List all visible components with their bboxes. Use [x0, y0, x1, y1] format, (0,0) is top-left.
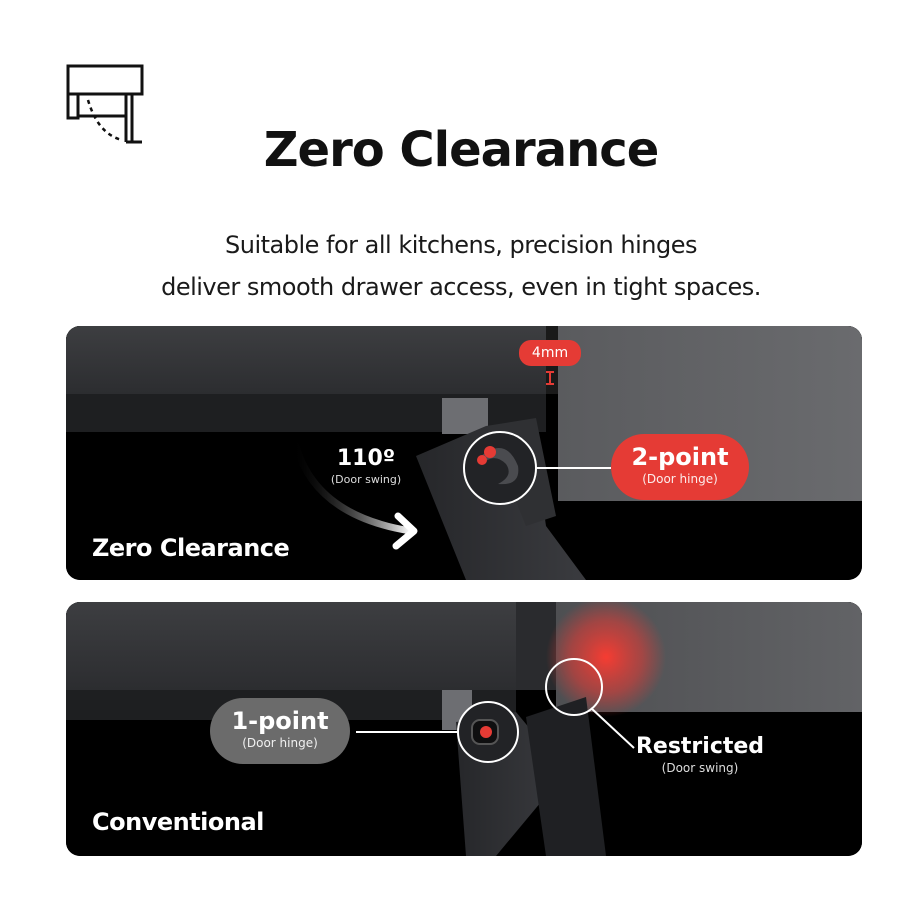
swing-angle-value: 110º [336, 446, 396, 471]
swing-angle: 110º (Door swing) [314, 446, 418, 486]
two-point-hinge-badge: 2-point (Door hinge) [611, 434, 749, 500]
conventional-label: Conventional [92, 808, 264, 836]
two-point-caption: (Door hinge) [642, 472, 718, 486]
zero-clearance-panel: 4mm 110º (Door swing) 2-point (Door hing… [66, 326, 862, 580]
zero-clearance-label: Zero Clearance [92, 534, 290, 562]
restricted-caption: (Door swing) [661, 761, 739, 775]
subtitle-line-2: deliver smooth drawer access, even in ti… [161, 273, 761, 301]
gap-badge: 4mm [519, 340, 581, 366]
page-title: Zero Clearance [263, 122, 660, 178]
one-point-caption: (Door hinge) [242, 736, 318, 750]
conventional-illustration [66, 602, 862, 856]
two-point-label: 2-point [631, 443, 729, 471]
page-subtitle: Suitable for all kitchens, precision hin… [0, 224, 922, 308]
swing-angle-caption: (Door swing) [330, 473, 402, 486]
one-point-label: 1-point [231, 707, 329, 735]
restricted-swing-label: Restricted (Door swing) [632, 734, 768, 775]
restricted-title: Restricted [635, 734, 765, 759]
cabinet-hinge-icon [66, 64, 144, 144]
one-point-hinge-badge: 1-point (Door hinge) [210, 698, 350, 764]
subtitle-line-1: Suitable for all kitchens, precision hin… [225, 231, 697, 259]
conventional-panel: 1-point (Door hinge) Restricted (Door sw… [66, 602, 862, 856]
zero-clearance-illustration [66, 326, 862, 580]
